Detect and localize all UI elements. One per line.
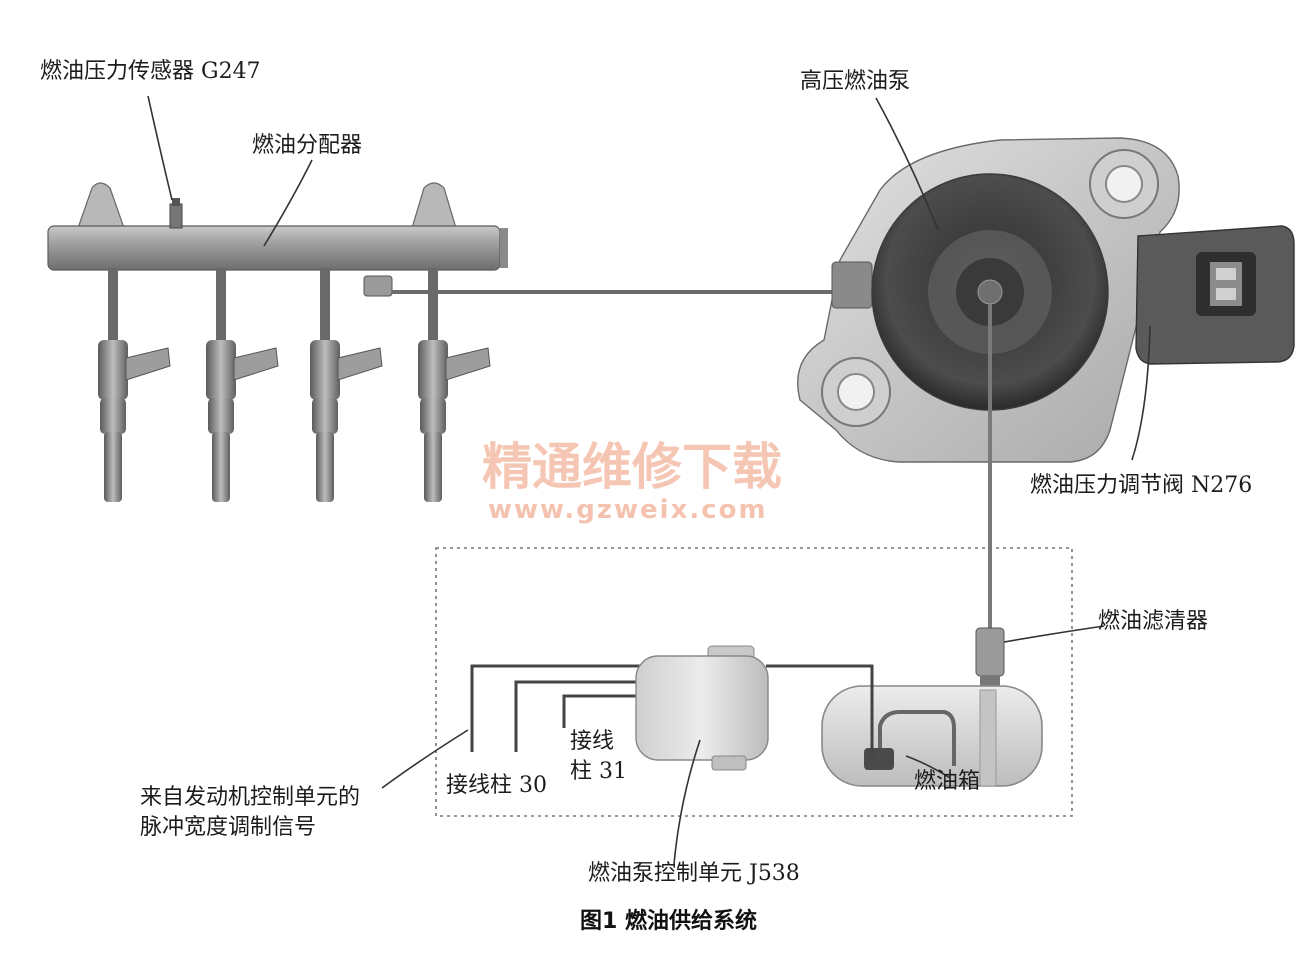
label-terminal-30: 接线柱 30 bbox=[446, 773, 547, 798]
label-fuel-filter: 燃油滤清器 bbox=[1098, 609, 1208, 634]
injector-3 bbox=[310, 268, 383, 502]
label-fuel-rail: 燃油分配器 bbox=[252, 133, 362, 158]
label-pwm-signal-line2: 脉冲宽度调制信号 bbox=[140, 815, 316, 840]
label-pressure-regulator: 燃油压力调节阀 N276 bbox=[1030, 473, 1252, 498]
figure-caption: 图1 燃油供给系统 bbox=[580, 908, 757, 934]
watermark-url: www.gzweix.com bbox=[488, 495, 768, 525]
high-pressure-pump bbox=[797, 137, 1180, 463]
dashed-boundary bbox=[435, 547, 1073, 817]
pressure-regulator-valve bbox=[1135, 225, 1295, 365]
fuel-filter bbox=[975, 627, 1005, 690]
watermark-title: 精通维修下载 bbox=[482, 438, 782, 496]
fuel-rail bbox=[47, 182, 508, 271]
wiring bbox=[470, 664, 874, 756]
label-pressure-sensor: 燃油压力传感器 G247 bbox=[40, 59, 261, 84]
pressure-sensor bbox=[169, 198, 183, 229]
label-terminal-31-line1: 接线 bbox=[570, 729, 614, 754]
injector-2 bbox=[206, 268, 279, 502]
label-high-pressure-pump: 高压燃油泵 bbox=[800, 69, 910, 94]
label-terminal-31-line2: 柱 31 bbox=[570, 759, 627, 784]
high-pressure-line bbox=[363, 275, 840, 297]
injector-1 bbox=[98, 268, 171, 502]
injector-4 bbox=[418, 268, 491, 502]
label-fuel-tank: 燃油箱 bbox=[914, 769, 980, 794]
label-fuel-pump-control-unit: 燃油泵控制单元 J538 bbox=[588, 861, 800, 886]
label-pwm-signal-line1: 来自发动机控制单元的 bbox=[140, 785, 360, 810]
leader-lines bbox=[147, 95, 1151, 865]
fuel-pump-control-unit bbox=[635, 645, 769, 771]
